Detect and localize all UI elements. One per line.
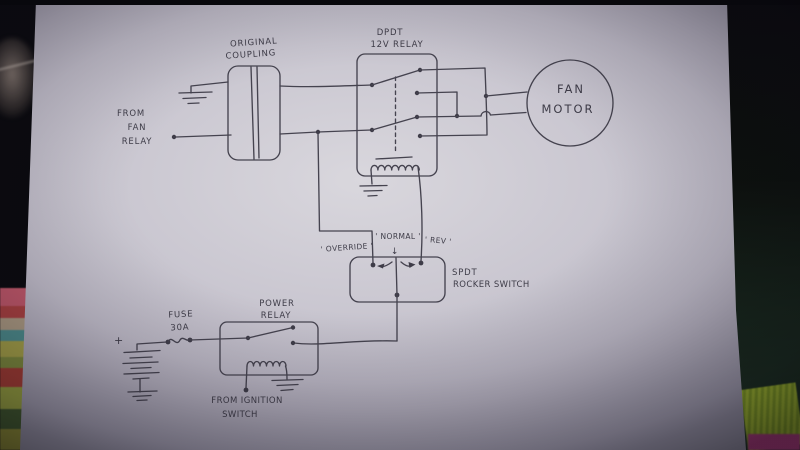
svg-text:FROM IGNITION: FROM IGNITION — [211, 396, 282, 406]
fan-motor: FAN MOTOR — [526, 59, 614, 147]
svg-text:MOTOR: MOTOR — [541, 102, 594, 116]
ground-symbol — [271, 378, 304, 392]
svg-text:RELAY: RELAY — [122, 137, 153, 147]
wire-hop — [480, 110, 492, 117]
wire-relay-to-switch — [293, 340, 398, 345]
svg-text:FAN: FAN — [557, 82, 585, 96]
photo-top-edge — [0, 0, 800, 5]
wire-coil-to-rev — [417, 166, 423, 262]
fuse: FUSE 30A — [165, 309, 194, 345]
svg-text:' NORMAL ': ' NORMAL ' — [375, 232, 420, 241]
svg-text:SWITCH: SWITCH — [222, 410, 258, 420]
fuse-squiggle — [167, 337, 191, 344]
svg-text:RELAY: RELAY — [261, 311, 292, 321]
ignition-input: FROM IGNITION SWITCH — [211, 396, 282, 420]
svg-text:FAN: FAN — [128, 123, 147, 133]
power-relay: POWER RELAY — [219, 299, 319, 393]
relay-coil — [370, 164, 420, 171]
svg-text:30A: 30A — [170, 323, 190, 334]
ground-symbol — [178, 81, 229, 105]
original-coupling: ORIGINAL COUPLING — [178, 36, 281, 161]
svg-text:DPDT: DPDT — [377, 28, 404, 38]
wire-fuse-to-relay — [189, 337, 249, 341]
svg-text:FUSE: FUSE — [168, 309, 194, 320]
svg-text:12V RELAY: 12V RELAY — [370, 40, 423, 50]
relay-armature — [247, 326, 294, 339]
ground-symbol — [127, 390, 158, 402]
svg-text:' REV ': ' REV ' — [424, 235, 451, 246]
reversing-wires — [416, 67, 528, 137]
dpdt-relay: DPDT 12V RELAY — [356, 28, 438, 262]
relay-armature-2 — [371, 116, 418, 131]
svg-text:ROCKER SWITCH: ROCKER SWITCH — [453, 280, 530, 290]
svg-text:POWER: POWER — [259, 299, 295, 309]
battery-plus-label: + — [114, 334, 124, 347]
svg-text:' OVERRIDE ': ' OVERRIDE ' — [320, 241, 373, 254]
battery: + — [114, 334, 168, 402]
relay-coil — [246, 360, 287, 367]
fan-relay-input-label: FROM — [117, 109, 145, 119]
svg-text:SPDT: SPDT — [452, 268, 477, 278]
fan-relay-input: FROM FAN RELAY — [117, 109, 232, 147]
normal-arrow-icon: ↓ — [391, 247, 399, 257]
ground-symbol — [359, 184, 388, 197]
svg-text:COUPLING: COUPLING — [225, 48, 276, 62]
spdt-rocker-switch: ' OVERRIDE ' ' NORMAL ' ↓ ' REV ' SPDT R… — [320, 232, 530, 303]
